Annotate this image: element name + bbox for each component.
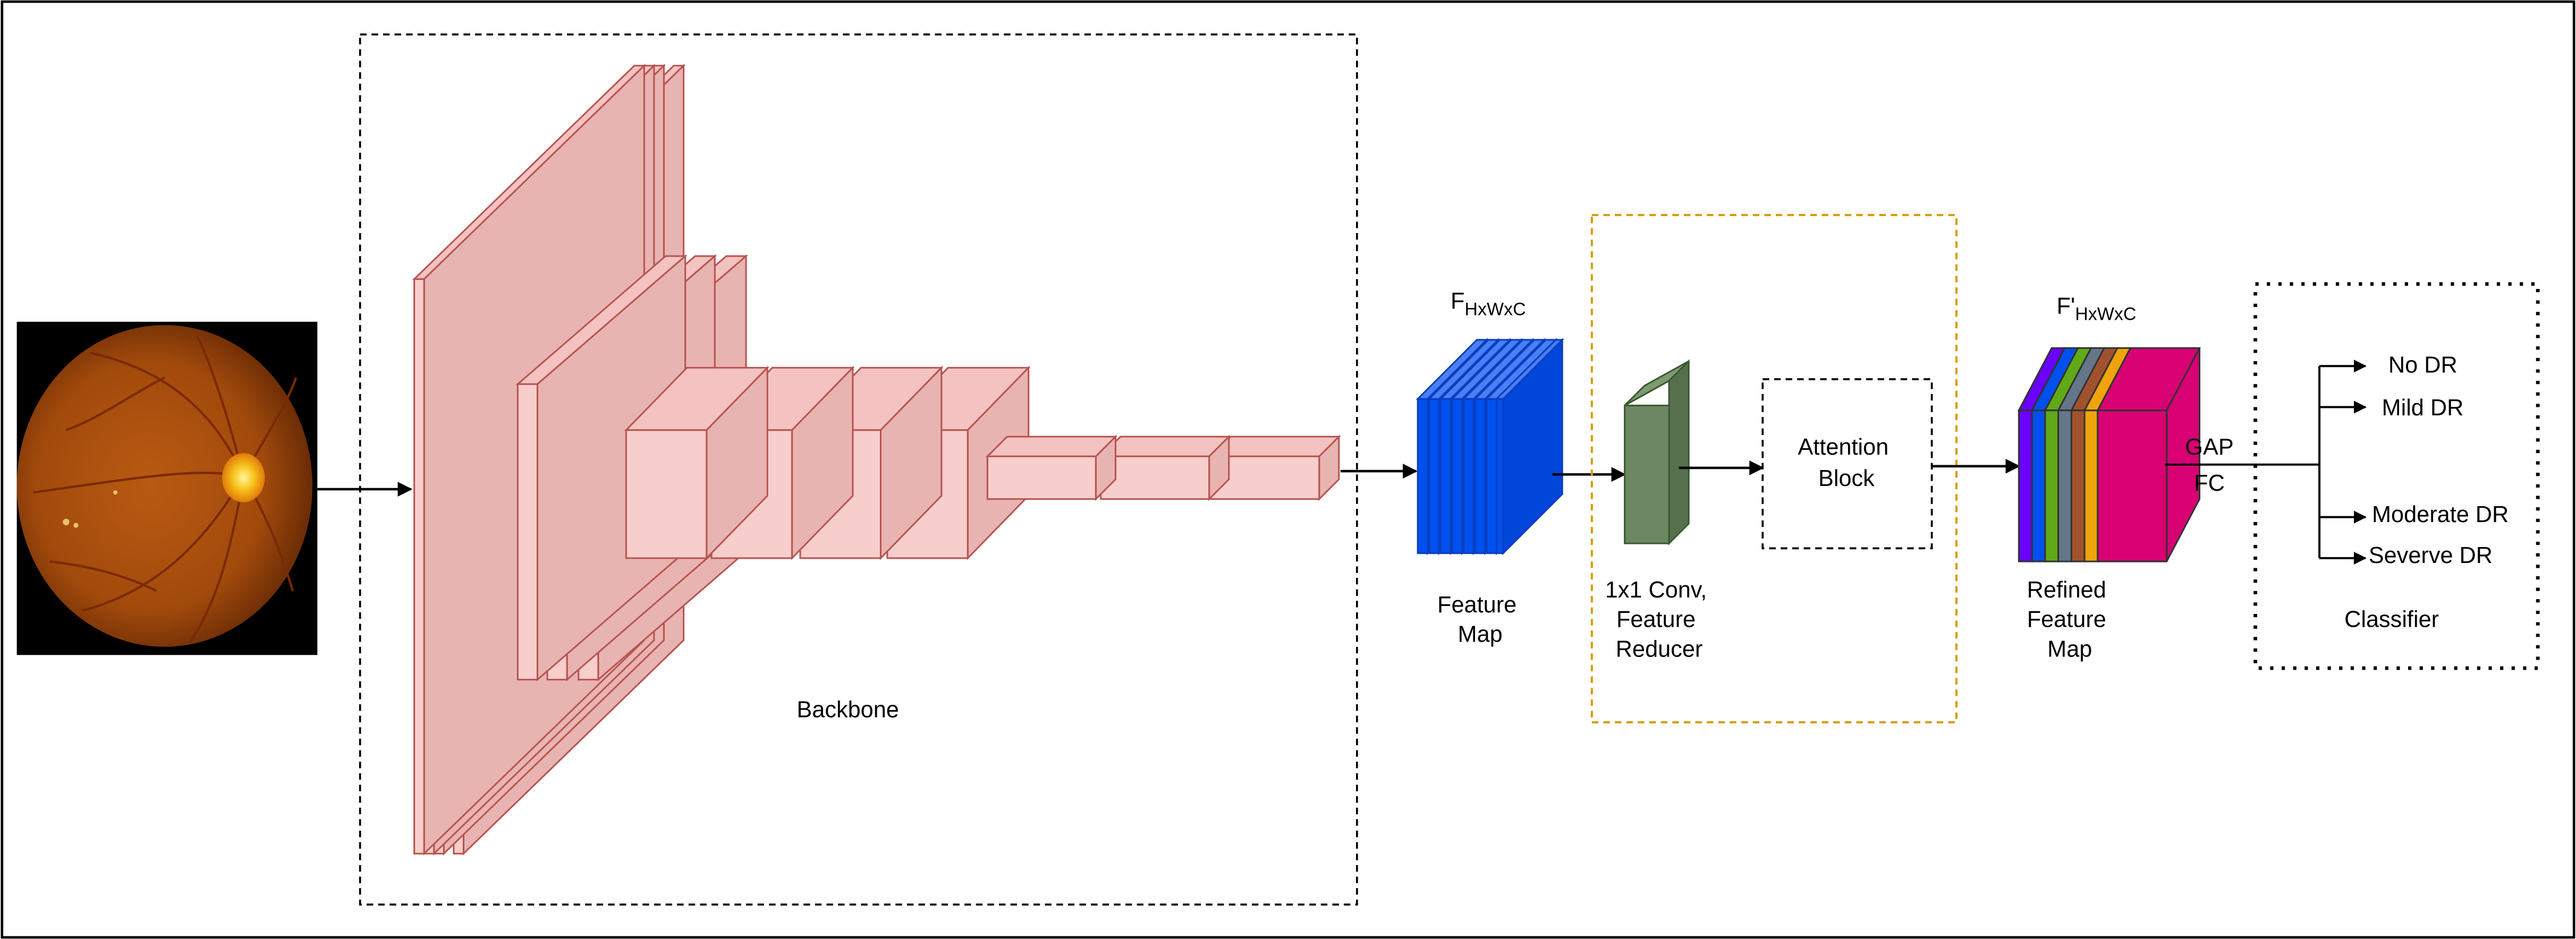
backbone-container bbox=[359, 33, 1358, 906]
fc-label: FC bbox=[2194, 471, 2225, 496]
conv-label: 1x1 Conv, Feature Reducer bbox=[1605, 577, 1714, 662]
feature-map-front bbox=[1494, 338, 1564, 556]
backbone-small-block bbox=[1098, 434, 1231, 501]
refined-symbol: F'HxWxC bbox=[2057, 293, 2137, 324]
attention-block bbox=[1761, 378, 1933, 550]
class-mild-dr: Mild DR bbox=[2382, 395, 2464, 421]
backbone-small-block bbox=[1208, 434, 1341, 501]
backbone-small-block bbox=[985, 434, 1118, 501]
class-no-dr: No DR bbox=[2388, 353, 2458, 378]
classifier-label: Classifier bbox=[2344, 607, 2439, 633]
fundus-image bbox=[16, 321, 318, 655]
feature-map-label: Feature Map bbox=[1437, 592, 1523, 647]
backbone-block bbox=[624, 365, 769, 560]
class-severve-dr: Severve DR bbox=[2369, 543, 2493, 568]
class-moderate-dr: Moderate DR bbox=[2372, 502, 2509, 527]
refined-feature-slice bbox=[2096, 347, 2201, 562]
refined-label: Refined Feature Map bbox=[2027, 577, 2113, 662]
backbone-layers bbox=[412, 63, 1341, 856]
feature-map-stack bbox=[1416, 338, 1564, 556]
conv-block bbox=[1624, 359, 1690, 545]
gap-label: GAP bbox=[2185, 434, 2233, 460]
refined-feature-map-stack bbox=[2017, 347, 2201, 562]
backbone-medium-plane bbox=[515, 254, 688, 682]
classifier-container bbox=[2253, 282, 2540, 670]
attention-block-label: Attention Block bbox=[1798, 434, 1895, 491]
backbone-label: Backbone bbox=[796, 697, 899, 723]
feature-map-symbol: FHxWxC bbox=[1451, 288, 1526, 319]
